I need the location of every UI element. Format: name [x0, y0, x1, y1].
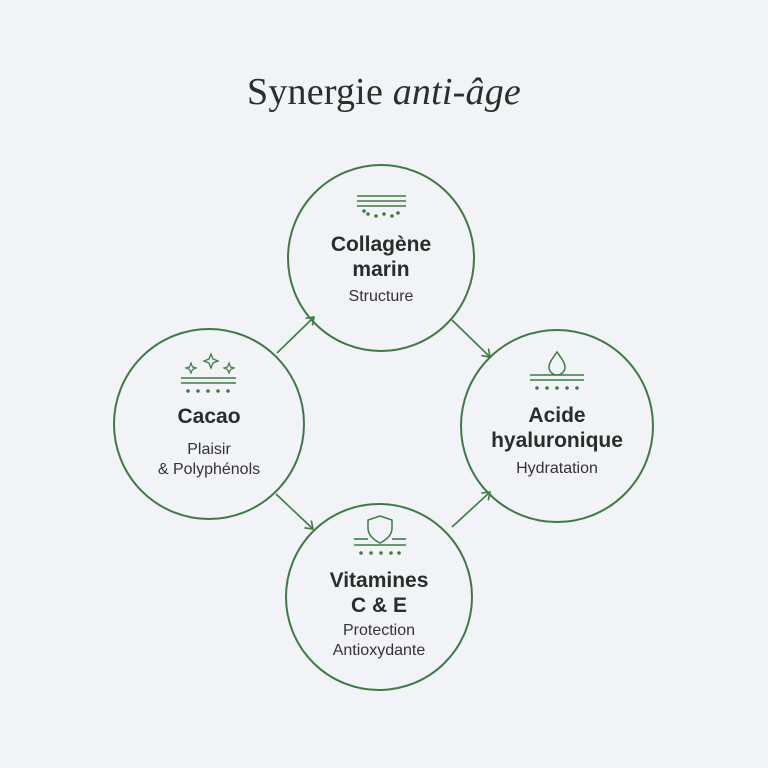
circle-cacao — [113, 328, 305, 520]
arrow-collagene-to-acide — [451, 319, 491, 358]
circle-collagene — [287, 164, 475, 352]
sparkle-skin-icon — [181, 352, 236, 393]
circle-acide — [460, 329, 654, 523]
title-italic: anti-âge — [392, 71, 521, 113]
arrow-vitamines-to-acide — [451, 491, 492, 528]
circle-vitamines — [285, 503, 473, 691]
arrow-cacao-to-collagene — [276, 316, 315, 354]
skin-layer-icon — [357, 195, 406, 218]
droplet-skin-icon — [530, 350, 584, 390]
page-title: Synergie anti-âge — [0, 70, 768, 114]
shield-skin-icon — [354, 515, 406, 555]
title-regular: Synergie — [247, 71, 384, 113]
arrow-cacao-to-vitamines — [275, 493, 314, 530]
